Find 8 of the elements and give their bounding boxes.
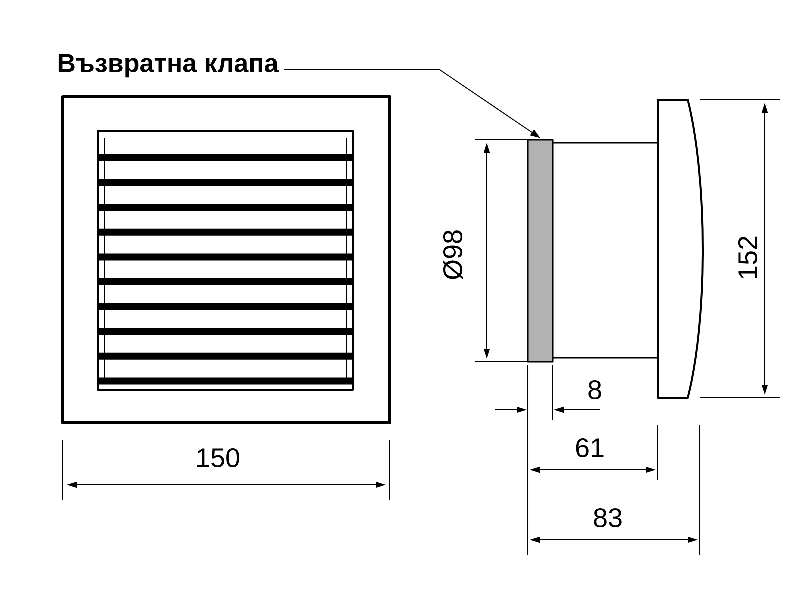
dimension-label: 150 [198,448,240,468]
dimension-label: Ø98 [442,230,464,280]
dimension-label: 8 [588,380,602,400]
callout-label: Възвратна клапа [58,54,279,78]
valve-flap [527,139,554,363]
dimension-label: 83 [594,508,622,528]
dimension-label: 152 [738,236,758,278]
dimension-label: 61 [576,438,604,458]
